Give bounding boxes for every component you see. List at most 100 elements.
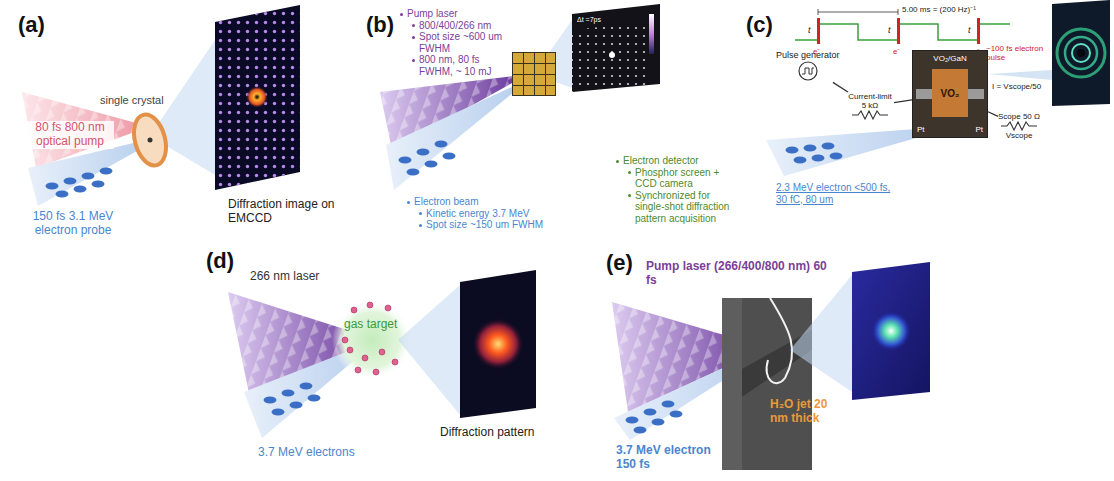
- annotation-text: gas target: [344, 318, 397, 332]
- jet-micrograph-part: [767, 298, 793, 383]
- node-text: Pt: [975, 125, 983, 134]
- panel-label: (c): [746, 12, 773, 37]
- bullet-list: Pump laser800/400/266 nmSpot size ~600 u…: [398, 8, 508, 77]
- bullet-dot: [412, 24, 415, 27]
- annotation-text: 80 fs 800 nm optical pump: [26, 121, 114, 149]
- node-text: VO₂: [913, 88, 987, 100]
- pulse-train-part: [977, 18, 980, 44]
- node-text: Scope 50 Ω: [998, 112, 1040, 121]
- bullet-text: Spot size ~600 um FWHM: [419, 31, 502, 54]
- sample-chip-part: [513, 64, 523, 74]
- panel-label: (a): [18, 12, 45, 37]
- bullet-text: Synchronized for single-shot diffraction…: [635, 190, 729, 224]
- detector-screen-c-part: [1065, 37, 1097, 69]
- annotation-text: Pump laser (266/400/800 nm) 60 fs: [646, 260, 832, 288]
- sample-chip-part: [535, 86, 545, 95]
- electron-beam-e-part: [634, 427, 647, 434]
- electron-beam-b: [386, 86, 514, 190]
- panel-label: (e): [606, 250, 633, 275]
- detector-screen-d: [460, 270, 536, 418]
- sample-chip-part: [513, 53, 523, 63]
- bullet-item: 800/400/266 nm: [410, 20, 508, 32]
- electron-beam-e-part: [626, 417, 639, 424]
- bullet-text: 800 nm, 80 fs FWHM, ~ 10 mJ: [419, 54, 492, 77]
- pulse-icon: [802, 68, 814, 74]
- sample-chip-part: [512, 52, 556, 96]
- bullet-dot: [616, 160, 619, 163]
- detector-screen-a-part: [246, 86, 268, 108]
- detector-screen-b-part: [649, 14, 654, 54]
- resistor-symbol: [850, 110, 890, 120]
- single-crystal-part: [129, 111, 171, 169]
- pulse-train: [795, 9, 1010, 44]
- pulse-generator-symbol: [796, 60, 820, 82]
- annotation-text: single crystal: [100, 94, 164, 107]
- sample-chip-part: [546, 64, 555, 74]
- electron-beam-c-part: [812, 155, 825, 162]
- bullet-item: Kinetic energy 3.7 MeV: [417, 208, 555, 220]
- electron-beam-a-part: [46, 183, 59, 190]
- detector-screen-b-part: [572, 22, 646, 92]
- detector-screen-c-part: [1052, 0, 1110, 106]
- bullet-text: Phosphor screen + CCD camera: [635, 167, 719, 190]
- node-text: Pulse generator: [776, 50, 840, 60]
- gas-target-part: [342, 337, 348, 343]
- bullet-item: Phosphor screen + CCD camera: [626, 167, 734, 190]
- bullet-dot: [412, 59, 415, 62]
- detector-screen-b-part: [609, 52, 615, 58]
- electron-beam-e-part: [652, 419, 665, 426]
- annotation-text: Diffraction pattern: [440, 426, 535, 440]
- bullet-dot: [419, 224, 422, 227]
- sample-chip-part: [524, 64, 534, 74]
- panel-label: (d): [206, 248, 234, 273]
- node-text: Vscope: [1006, 131, 1033, 140]
- annotation-text: 266 nm laser: [250, 270, 319, 284]
- bullet-item: Synchronized for single-shot diffraction…: [626, 190, 734, 225]
- detector-screen-a: [215, 5, 300, 190]
- circuit-wire: [833, 82, 848, 92]
- circuit-element: Current-limit 5 kΩ: [846, 92, 894, 120]
- gas-target-part: [392, 359, 398, 365]
- annotation-text: e⁻: [893, 47, 900, 56]
- sample-chip-part: [524, 53, 534, 63]
- sample-chip-part: [535, 53, 545, 63]
- sample-chip-part: [546, 75, 555, 85]
- electron-beam-b-part: [417, 149, 430, 156]
- source-circle: [799, 62, 817, 80]
- annotation-text: 5.00 ms = (200 Hz)⁻¹: [902, 5, 976, 14]
- annotation-text: 3.7 MeV electrons: [258, 446, 355, 460]
- detector-screen-a-part: [215, 5, 300, 190]
- gas-target-part: [355, 367, 361, 373]
- node-text: VO₂/GaN: [913, 54, 987, 63]
- sample-chip-part: [535, 64, 545, 74]
- detector-screen-c-part: [1077, 49, 1085, 57]
- sample-chip-part: [524, 86, 534, 95]
- electron-beam-a-part: [92, 181, 105, 188]
- bullet-item: Electron beam: [405, 196, 555, 208]
- jet-micrograph: [722, 298, 812, 470]
- bullet-dot: [407, 201, 410, 204]
- electron-beam-b-part: [399, 157, 412, 164]
- resistor-zigzag: [1001, 122, 1037, 130]
- bullet-text: Spot size ~150 um FWHM: [426, 219, 543, 230]
- electron-beam-c-part: [786, 147, 799, 154]
- annotation-text: t: [888, 25, 891, 35]
- bullet-item: Spot size ~600 um FWHM: [410, 31, 508, 54]
- electron-beam-b-part: [386, 86, 514, 190]
- bullet-text: Kinetic energy 3.7 MeV: [426, 208, 529, 219]
- electron-beam-a-part: [56, 191, 69, 198]
- gas-target-part: [379, 349, 385, 355]
- electron-beam-a-part: [100, 168, 113, 175]
- electron-beam-e-part: [662, 401, 675, 408]
- electron-beam-b-part: [443, 153, 456, 160]
- electrode: [967, 89, 984, 99]
- electron-beam-a-part: [74, 186, 87, 193]
- jet-micrograph-part: [722, 298, 742, 470]
- resistor-zigzag: [852, 111, 888, 119]
- sample-chip-part: [535, 75, 545, 85]
- bullet-text: Electron detector: [623, 155, 699, 166]
- circuit-wire: [988, 112, 998, 117]
- scattered-cone-e: [790, 275, 852, 392]
- device-chip: VO₂/GaNVO₂PtPt: [912, 50, 988, 138]
